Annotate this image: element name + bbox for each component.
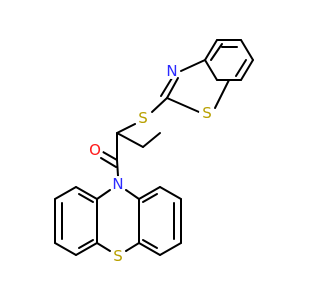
bond-n-c2 <box>166 77 179 99</box>
bond-co-o-double <box>100 157 117 168</box>
bond-bz6 <box>204 39 218 61</box>
bond-bz5 <box>204 59 218 81</box>
bond-bz3-inner <box>235 59 247 77</box>
bond-bz5-inner <box>210 43 223 61</box>
bond-r3 <box>159 186 182 200</box>
bond-l6 <box>75 242 98 256</box>
bond-n-c2-double <box>160 77 173 97</box>
atom-label-s-thioether: S <box>138 109 148 127</box>
bond-ch-ch2 <box>116 132 144 148</box>
bond-l2 <box>75 186 98 200</box>
atom-s-phenothiazine: S <box>110 247 126 265</box>
atom-n-phenothiazine: N <box>110 175 126 193</box>
bond-n-left <box>96 189 111 200</box>
bond-bz3 <box>240 59 254 81</box>
atom-label-o-carbonyl: O <box>89 141 101 159</box>
bond-s-ch <box>116 123 136 134</box>
bond-l3 <box>54 186 77 200</box>
atom-labels: S N S O N S <box>87 62 215 265</box>
atom-o-carbonyl: O <box>87 141 103 159</box>
bond-lines <box>54 39 254 256</box>
molecule-structure-diagram: S N S O N S <box>54 39 254 265</box>
bond-l5 <box>54 242 77 256</box>
bond-co-o <box>102 151 118 161</box>
bond-r2 <box>138 186 161 200</box>
bond-l2-inner <box>78 193 94 203</box>
atom-s-thioether: S <box>135 109 151 127</box>
bond-r2-inner <box>142 193 158 203</box>
atom-label-n-thiazole: N <box>166 62 177 80</box>
bond-r5 <box>159 242 182 256</box>
bond-r6-inner <box>142 239 158 249</box>
bond-c-n <box>180 59 206 72</box>
bond-r6 <box>138 242 161 256</box>
bond-co-n <box>116 159 119 177</box>
atom-label-s-thiazole: S <box>202 104 212 122</box>
bond-n-right <box>125 189 140 200</box>
bond-s-right <box>125 242 140 252</box>
bond-ch2-ch3 <box>142 132 161 148</box>
bond-c2-s-exo <box>151 97 168 113</box>
atom-s-thiazole: S <box>199 104 215 122</box>
bond-c2-s <box>166 97 200 113</box>
atom-label-s-phenothiazine: S <box>113 247 123 265</box>
bond-s-left <box>96 242 111 252</box>
atom-label-n-phenothiazine: N <box>112 175 123 193</box>
bond-bz2 <box>240 39 254 61</box>
atom-n-thiazole: N <box>164 62 180 80</box>
bond-s-c <box>214 79 230 109</box>
bond-l6-inner <box>78 239 94 249</box>
